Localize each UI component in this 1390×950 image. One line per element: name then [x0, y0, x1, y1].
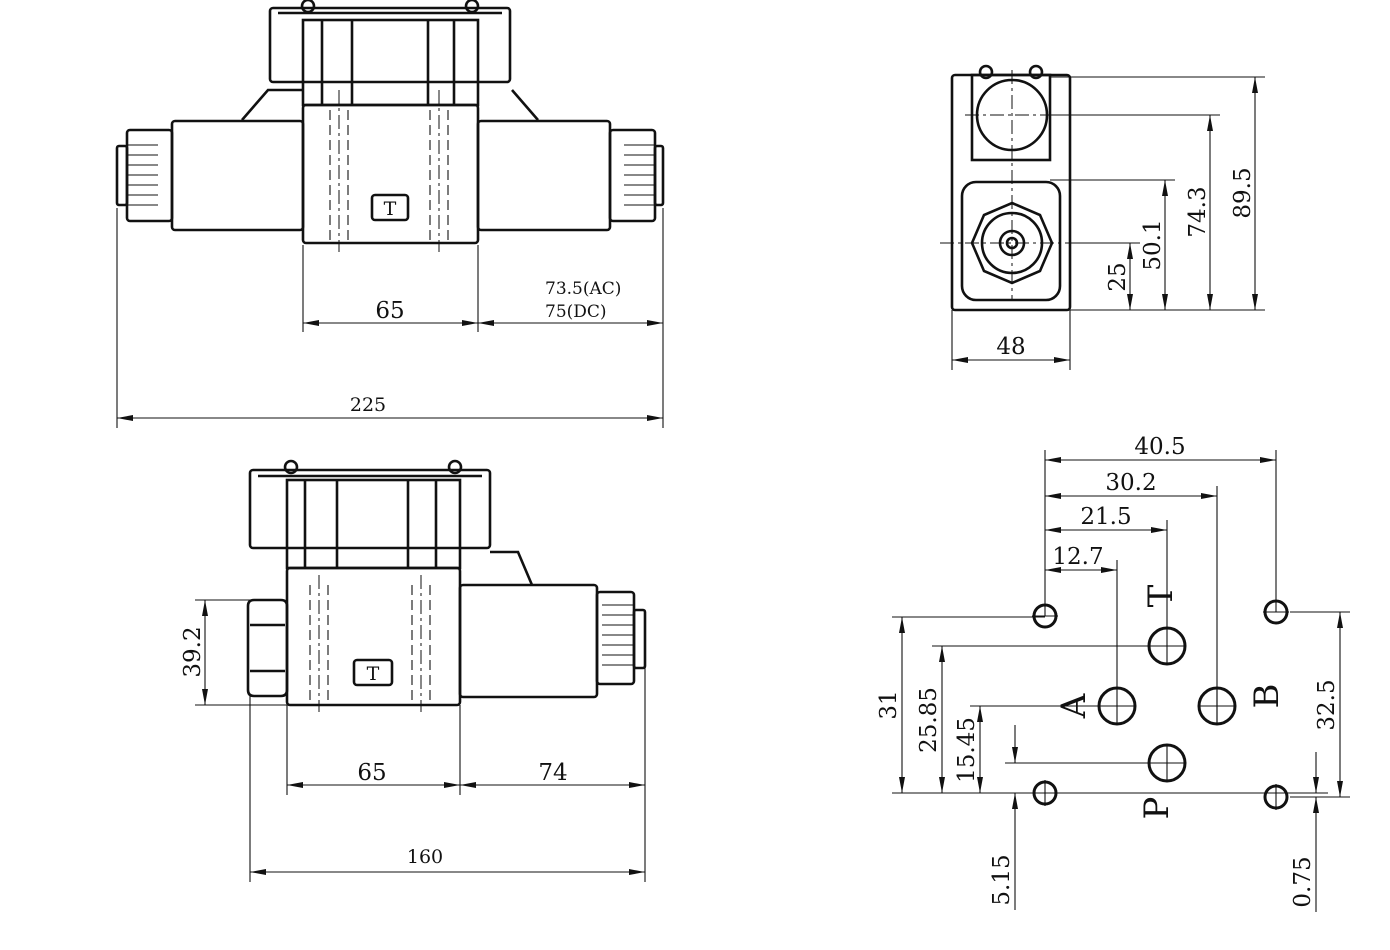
port-dim-25-85: 25.85: [916, 687, 942, 753]
end-dim-48: 48: [996, 334, 1025, 360]
port-label-p: P: [1137, 797, 1177, 820]
port-label-t: T: [1141, 584, 1181, 607]
port-dim-21-5: 21.5: [1080, 504, 1131, 530]
port-dim-40-5: 40.5: [1134, 434, 1185, 460]
port-dim-5-15: 5.15: [989, 854, 1015, 905]
single-dim-65: 65: [357, 760, 386, 786]
front-badge: T: [384, 198, 397, 220]
front-view: T 65 73.5(AC) 75(DC) 225: [115, 0, 665, 428]
port-dim-0-75: 0.75: [1290, 856, 1316, 907]
port-dim-30-2: 30.2: [1105, 470, 1156, 496]
end-dim-25: 25: [1105, 262, 1131, 291]
port-dim-32-5: 32.5: [1314, 679, 1340, 730]
front-dim-dc: 75(DC): [545, 302, 607, 322]
port-dim-15-45: 15.45: [954, 717, 980, 783]
end-dim-89-5: 89.5: [1230, 167, 1256, 218]
port-dim-31: 31: [876, 690, 902, 719]
single-dim-160: 160: [407, 846, 443, 868]
port-dim-12-7: 12.7: [1052, 544, 1103, 570]
single-dim-39-2: 39.2: [180, 626, 206, 677]
end-dim-50-1: 50.1: [1140, 219, 1166, 270]
front-dim-65: 65: [375, 298, 404, 324]
single-solenoid-view: T 39.2 65 74 160: [180, 459, 647, 882]
port-label-b: B: [1247, 684, 1287, 709]
front-dim-ac: 73.5(AC): [545, 279, 621, 299]
end-dim-74-3: 74.3: [1185, 186, 1211, 237]
port-label-a: A: [1054, 693, 1094, 719]
end-view: 48 25 50.1 74.3 89.5: [940, 64, 1265, 370]
front-dim-225: 225: [350, 394, 386, 416]
single-dim-74: 74: [538, 760, 567, 786]
port-pattern: 40.5 30.2 21.5 12.7 31 25.85 15.45 5.15 …: [876, 434, 1350, 912]
single-badge: T: [367, 663, 380, 685]
